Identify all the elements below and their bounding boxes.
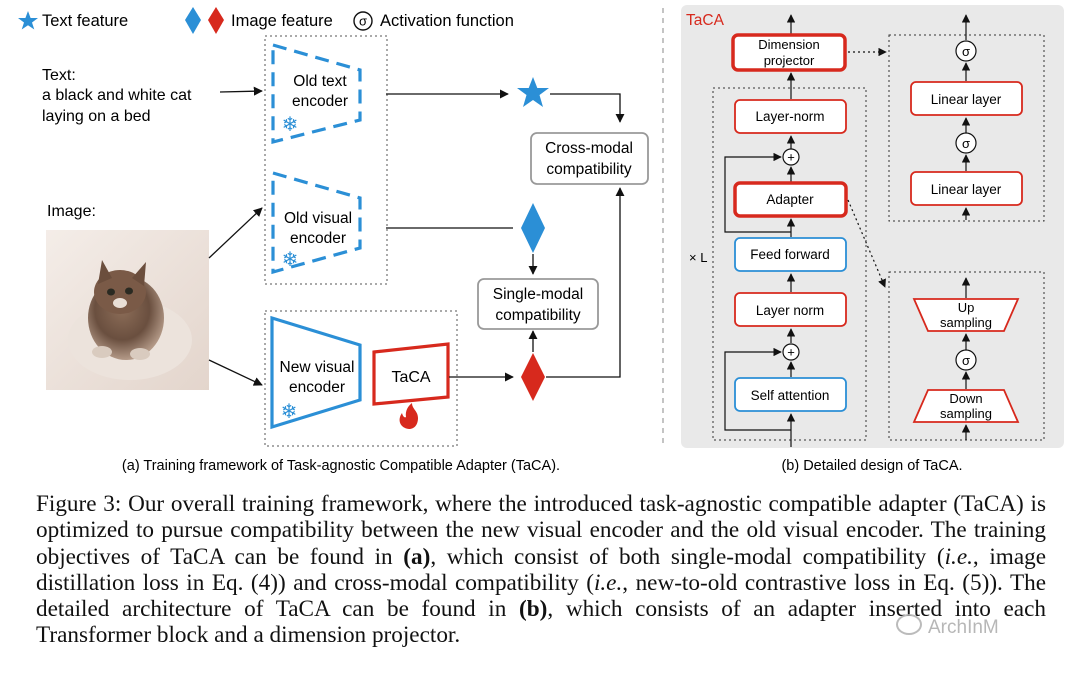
self-attention-box (734, 377, 847, 412)
adapter-label: Adapter (766, 192, 814, 207)
up-sampling-shape (912, 298, 1020, 332)
taca-box (372, 342, 450, 406)
dimension-projector-line1: Dimension (758, 37, 819, 52)
new-image-feature-diamond (521, 353, 545, 401)
legend-image-feature: Image feature (231, 12, 333, 30)
plus-symbol: + (787, 345, 795, 360)
figure-caption: Figure 3: Our overall training framework… (36, 491, 1046, 649)
star-icon (18, 11, 38, 30)
new-visual-encoder-line2: encoder (289, 379, 345, 396)
fire-icon (399, 403, 418, 429)
down-sampling-shape (912, 389, 1020, 423)
plus-circle-icon (782, 343, 800, 361)
text-input-line1: a black and white cat (42, 87, 192, 104)
panel-a-caption: (a) Training framework of Task-agnostic … (122, 458, 560, 474)
layer-norm-top-label: Layer-norm (755, 109, 824, 124)
layer-norm-label: Layer norm (756, 303, 824, 318)
adapter-box (733, 181, 848, 218)
single-modal-line2: compatibility (495, 307, 581, 324)
new-visual-encoder-line1: New visual (280, 359, 355, 376)
layer-norm-box (734, 292, 847, 327)
text-feature-star (517, 77, 549, 107)
old-visual-encoder-line2: encoder (290, 230, 346, 247)
image-input-label: Image: (47, 203, 96, 220)
panel-b-caption: (b) Detailed design of TaCA. (781, 458, 962, 474)
repeat-label: × L (689, 250, 707, 265)
watermark-text: ArchInM (928, 617, 999, 638)
single-modal-box (477, 278, 599, 330)
cat-photo (46, 230, 209, 390)
dimension-projector-box (731, 33, 847, 72)
sigma-symbol: σ (962, 353, 970, 368)
cross-modal-line2: compatibility (546, 161, 632, 178)
panel-a: Text: a black and white cat laying on a … (42, 35, 649, 474)
sigma-circle-icon (955, 132, 977, 154)
caption-ie-2: i.e. (593, 569, 623, 596)
new-visual-encoder-shape (270, 315, 362, 430)
blue-diamond-icon (185, 7, 201, 34)
caption-text-1: Our overall training framework, where th… (36, 491, 1046, 570)
legend-text-feature: Text feature (42, 12, 128, 30)
snowflake-icon: ❄ (282, 249, 299, 271)
snowflake-icon: ❄ (281, 401, 298, 423)
legend-activation: Activation function (380, 12, 514, 30)
layer-norm-top-box (734, 99, 847, 134)
figure-diagram: Text feature Image feature σ Activation … (18, 5, 1064, 474)
sigma-circle-icon (955, 40, 977, 62)
caption-text-5: , which consists of an adapter inserted … (36, 596, 1046, 649)
legend-sigma: σ (359, 14, 367, 29)
panel-b: TaCA × L Dimension projector Layer-norm … (681, 5, 1064, 474)
sigma-symbol: σ (962, 44, 970, 59)
feed-forward-box (734, 237, 847, 272)
caption-text-2: , which consist of both single-modal com… (430, 543, 945, 570)
taca-label: TaCA (391, 369, 430, 386)
cross-modal-line1: Cross-modal (545, 140, 633, 157)
caption-ref-a: (a) (403, 543, 431, 570)
text-input-label: Text: (42, 67, 76, 84)
old-visual-encoder-shape (271, 170, 362, 275)
up-sampling-line1: Up (958, 300, 975, 315)
linear-layer-bottom-box (910, 171, 1023, 206)
single-modal-line1: Single-modal (493, 286, 583, 303)
feed-forward-label: Feed forward (750, 247, 830, 262)
plus-symbol: + (787, 150, 795, 165)
panel-b-title: TaCA (686, 12, 725, 29)
old-image-feature-diamond (521, 203, 545, 253)
self-attention-label: Self attention (751, 388, 830, 403)
red-diamond-icon (208, 7, 224, 34)
plus-circle-icon (782, 148, 800, 166)
legend: Text feature Image feature σ Activation … (18, 7, 514, 34)
caption-text-4: , new-to-old contrastive loss in Eq. (5)… (36, 569, 1046, 623)
old-text-encoder-line2: encoder (292, 93, 348, 110)
sigma-circle-icon (353, 11, 373, 31)
sigma-circle-icon (955, 349, 977, 371)
down-sampling-line1: Down (949, 391, 982, 406)
old-text-encoder-shape (271, 42, 362, 145)
watermark: ArchInM (896, 614, 999, 639)
sigma-symbol: σ (962, 136, 970, 151)
down-sampling-line2: sampling (940, 406, 992, 421)
text-input-line2: laying on a bed (42, 108, 151, 125)
dimension-projector-line2: projector (764, 53, 815, 68)
old-visual-encoder-line1: Old visual (284, 210, 352, 227)
figure-label: Figure 3: (36, 491, 122, 517)
caption-ref-b: (b) (519, 596, 548, 623)
caption-text-3: , image distillation loss in Eq. (4)) an… (36, 543, 1047, 596)
cross-modal-box (530, 132, 649, 185)
snowflake-icon: ❄ (282, 114, 299, 136)
linear-layer-top-label: Linear layer (931, 92, 1002, 107)
up-sampling-line2: sampling (940, 315, 992, 330)
old-text-encoder-line1: Old text (293, 73, 347, 90)
linear-layer-top-box (910, 81, 1023, 116)
linear-layer-bottom-label: Linear layer (931, 182, 1002, 197)
caption-ie-1: i.e. (944, 543, 973, 570)
wechat-icon (896, 614, 922, 635)
